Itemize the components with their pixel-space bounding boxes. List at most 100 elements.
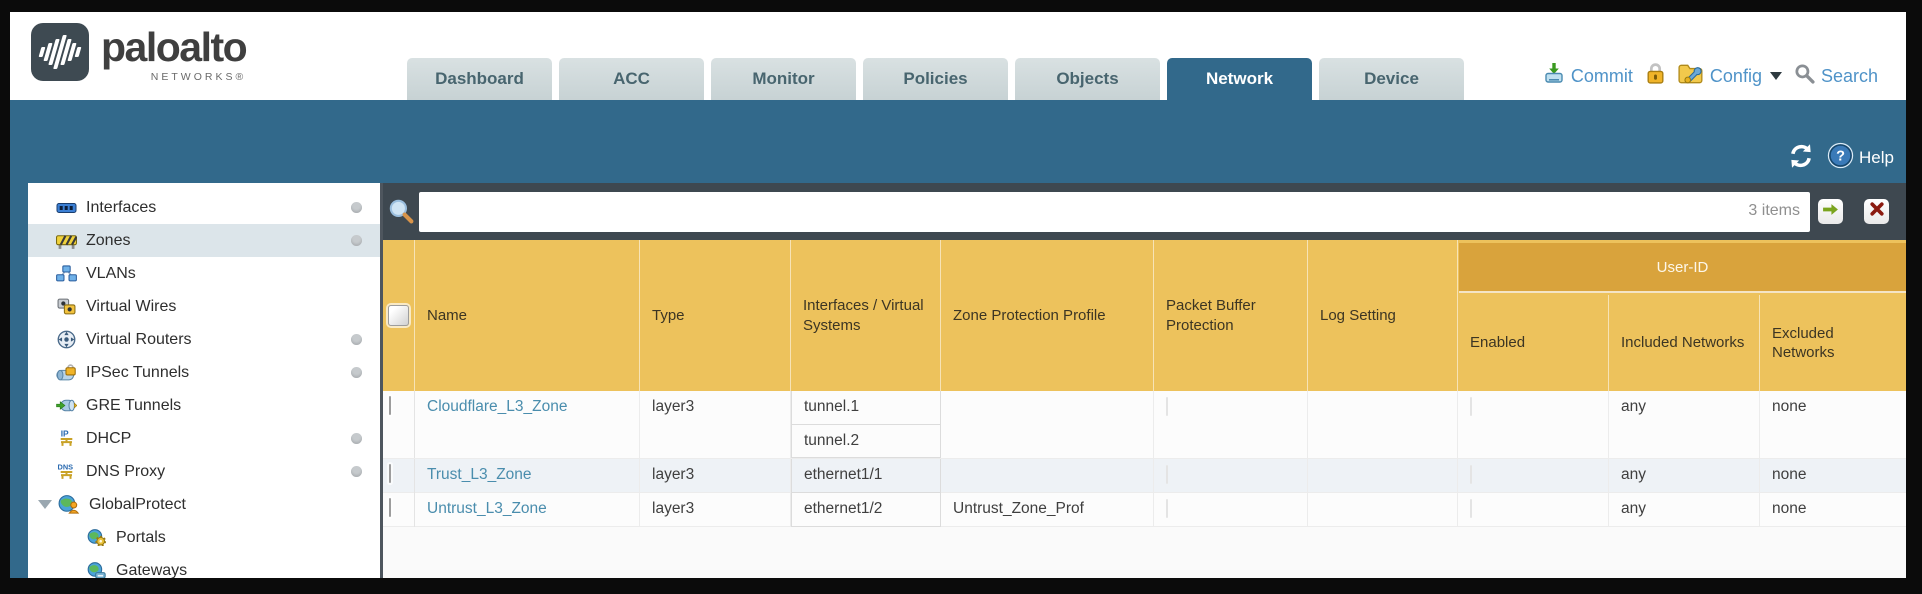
col-header-packet-buffer[interactable]: Packet Buffer Protection xyxy=(1154,240,1308,391)
help-button[interactable]: ? Help xyxy=(1827,142,1894,174)
sidebar-item-globalprotect[interactable]: GlobalProtect xyxy=(28,488,380,521)
sidebar-item-vlans[interactable]: VLANs xyxy=(28,257,380,290)
col-header-log-setting[interactable]: Log Setting xyxy=(1308,240,1458,391)
col-header-name[interactable]: Name xyxy=(415,240,640,391)
tab-device[interactable]: Device xyxy=(1319,58,1464,100)
sidebar-item-zones[interactable]: Zones xyxy=(28,224,380,257)
sidebar-item-interfaces[interactable]: Interfaces xyxy=(28,191,380,224)
status-dot xyxy=(351,235,362,246)
zone-type-cell: layer3 xyxy=(640,391,791,458)
included-networks-cell: any xyxy=(1609,459,1760,493)
row-checkbox[interactable] xyxy=(389,464,391,483)
lock-icon xyxy=(1645,62,1666,90)
tab-monitor[interactable]: Monitor xyxy=(711,58,856,100)
sidebar-divider xyxy=(380,183,383,578)
zone-name-cell: Trust_L3_Zone xyxy=(415,459,640,493)
packet-buffer-checkbox[interactable] xyxy=(1166,465,1168,484)
col-header-excluded-networks[interactable]: Excluded Networks xyxy=(1772,324,1835,362)
teal-band-actions: ? Help xyxy=(1787,142,1894,174)
help-label: Help xyxy=(1859,148,1894,167)
vlans-icon xyxy=(55,265,77,282)
paloalto-logo-icon xyxy=(31,23,89,81)
red-x-icon xyxy=(1869,202,1884,221)
user-id-group-header: User-ID xyxy=(1459,243,1906,293)
row-checkbox[interactable] xyxy=(389,396,391,415)
commit-button[interactable]: Commit xyxy=(1543,62,1633,90)
user-id-enabled-checkbox[interactable] xyxy=(1470,499,1472,518)
tab-network[interactable]: Network xyxy=(1167,58,1312,100)
status-dot xyxy=(351,334,362,345)
search-icon xyxy=(1794,63,1815,89)
global-search[interactable]: Search xyxy=(1794,63,1878,89)
row-checkbox[interactable] xyxy=(389,498,391,517)
left-gutter xyxy=(10,183,28,578)
zone-name-link[interactable]: Trust_L3_Zone xyxy=(427,466,532,483)
content-area: Interfaces Zones VLANs Virtual Wires xyxy=(10,183,1906,578)
svg-text:DNS: DNS xyxy=(57,462,73,471)
teal-band: ? Help xyxy=(10,100,1906,183)
tab-dashboard[interactable]: Dashboard xyxy=(407,58,552,100)
zone-name-link[interactable]: Untrust_L3_Zone xyxy=(427,500,547,517)
user-id-enabled-checkbox[interactable] xyxy=(1470,397,1472,416)
sidebar-item-ipsec-tunnels[interactable]: IPSec Tunnels xyxy=(28,356,380,389)
sidebar-item-gre-tunnels[interactable]: GRE Tunnels xyxy=(28,389,380,422)
sidebar-item-portals[interactable]: Portals xyxy=(28,521,380,554)
user-id-enabled-checkbox[interactable] xyxy=(1470,465,1472,484)
expander-icon[interactable] xyxy=(38,500,52,509)
green-arrow-icon xyxy=(1822,203,1839,221)
filter-input[interactable] xyxy=(419,191,1810,232)
col-header-interfaces[interactable]: Interfaces / Virtual Systems xyxy=(791,240,941,391)
filter-search-icon xyxy=(388,198,415,225)
col-header-enabled[interactable]: Enabled xyxy=(1458,295,1609,391)
col-header-type[interactable]: Type xyxy=(640,240,791,391)
included-networks-cell: any xyxy=(1609,493,1760,527)
excluded-networks-cell: none xyxy=(1772,466,1807,483)
status-dot xyxy=(351,202,362,213)
packet-buffer-checkbox[interactable] xyxy=(1166,499,1168,518)
zones-main-panel: 3 items User-ID Name Type xyxy=(383,183,1906,578)
col-header-included-networks[interactable]: Included Networks xyxy=(1609,295,1760,391)
tab-objects[interactable]: Objects xyxy=(1015,58,1160,100)
panos-webui: paloalto NETWORKS® Dashboard ACC Monitor… xyxy=(10,12,1906,578)
status-dot xyxy=(351,433,362,444)
select-all-checkbox[interactable] xyxy=(388,305,409,326)
dhcp-icon: IP xyxy=(55,429,77,448)
config-menu[interactable]: Config xyxy=(1678,63,1782,90)
zone-name-link[interactable]: Cloudflare_L3_Zone xyxy=(427,398,568,415)
interface-item: ethernet1/1 xyxy=(791,459,941,493)
row-select-cell xyxy=(383,391,415,458)
sidebar-item-dhcp[interactable]: IP DHCP xyxy=(28,422,380,455)
excluded-networks-cell: none xyxy=(1772,398,1807,415)
refresh-button[interactable] xyxy=(1787,143,1815,174)
sidebar-item-gateways[interactable]: Gateways xyxy=(28,554,380,578)
commit-icon xyxy=(1543,62,1565,90)
virtual-wires-icon xyxy=(55,298,77,315)
packet-buffer-cell xyxy=(1154,493,1308,527)
svg-text:?: ? xyxy=(1836,149,1845,165)
lock-button[interactable] xyxy=(1645,62,1666,90)
brand-sub: NETWORKS® xyxy=(150,71,247,83)
sidebar-item-dns-proxy[interactable]: DNS DNS Proxy xyxy=(28,455,380,488)
col-header-zone-protection[interactable]: Zone Protection Profile xyxy=(941,240,1154,391)
apply-filter-button[interactable] xyxy=(1818,199,1843,224)
user-id-enabled-cell xyxy=(1458,459,1609,493)
tab-policies[interactable]: Policies xyxy=(863,58,1008,100)
interface-item: tunnel.2 xyxy=(791,424,941,458)
zone-protection-cell xyxy=(941,391,1154,458)
table-row: Cloudflare_L3_Zone layer3 tunnel.1 tunne… xyxy=(383,391,1906,459)
sidebar-item-virtual-routers[interactable]: Virtual Routers xyxy=(28,323,380,356)
ipsec-tunnels-icon xyxy=(55,364,77,381)
clear-filter-button[interactable] xyxy=(1864,199,1889,224)
zone-interfaces-cell: tunnel.1 tunnel.2 xyxy=(791,391,941,458)
tab-acc[interactable]: ACC xyxy=(559,58,704,100)
zone-interfaces-cell: ethernet1/2 xyxy=(791,493,941,527)
zone-protection-cell: Untrust_Zone_Prof xyxy=(941,493,1154,527)
packet-buffer-checkbox[interactable] xyxy=(1166,397,1168,416)
log-setting-cell xyxy=(1308,459,1458,493)
packet-buffer-cell xyxy=(1154,459,1308,493)
table-empty-space xyxy=(383,527,1906,578)
user-id-enabled-cell xyxy=(1458,391,1609,458)
sidebar-item-virtual-wires[interactable]: Virtual Wires xyxy=(28,290,380,323)
top-header: paloalto NETWORKS® Dashboard ACC Monitor… xyxy=(10,12,1906,100)
